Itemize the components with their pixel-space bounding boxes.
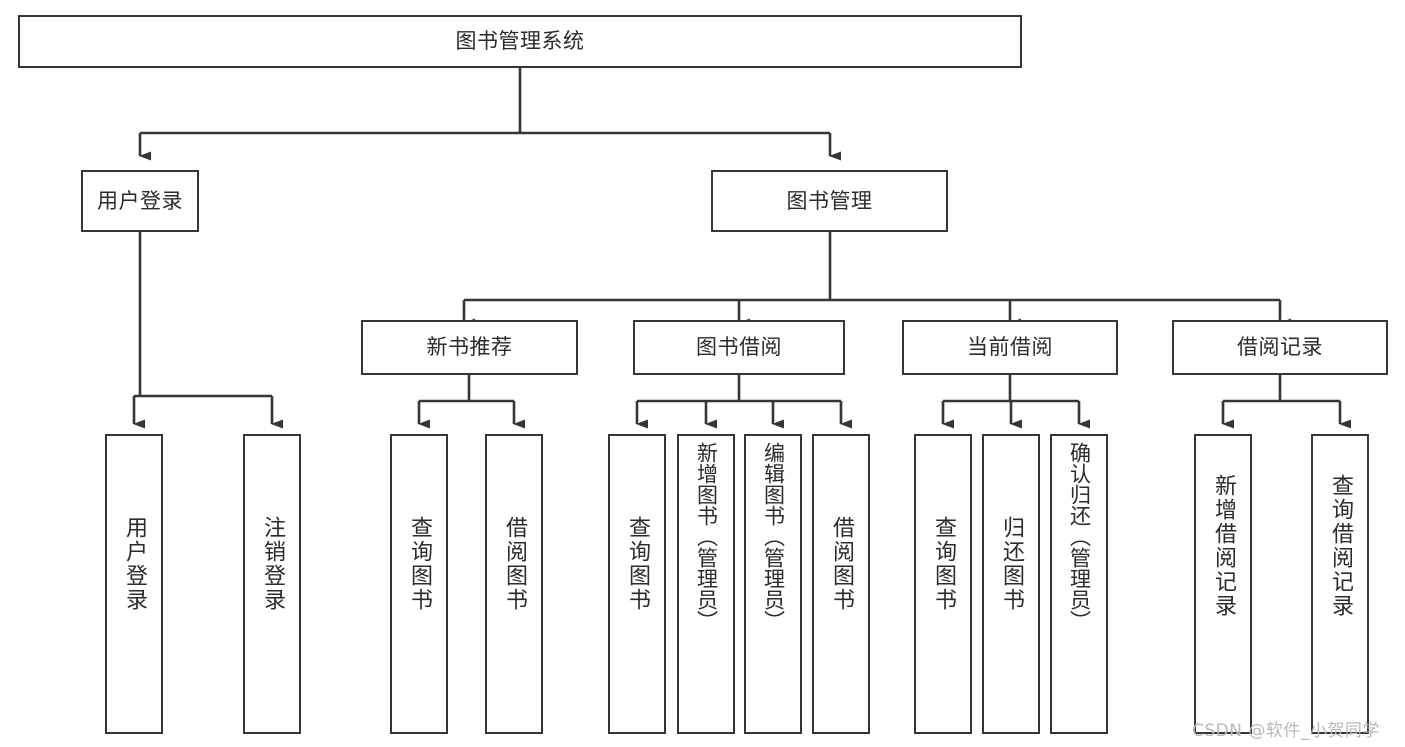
node-book-management[interactable]: 图书管理 [711,170,948,232]
node-new-book-recommend-label: 新书推荐 [426,335,513,360]
node-leaf-query-book-3[interactable]: 查询图书 [914,434,972,734]
node-leaf-query-book-1-label: 查询图书 [407,516,432,612]
node-leaf-query-borrow-record[interactable]: 查询借阅记录 [1311,434,1369,734]
node-book-borrow-label: 图书借阅 [696,335,782,360]
node-book-management-label: 图书管理 [786,188,873,213]
node-leaf-add-book[interactable]: 新增图书（管理员） [677,434,735,734]
node-leaf-add-borrow-record-label: 新增借阅记录 [1211,474,1236,618]
node-leaf-borrow-book-1-label: 借阅图书 [502,516,527,612]
node-leaf-user-logout-label: 注销登录 [260,516,285,612]
node-leaf-return-book-label: 归还图书 [999,516,1024,612]
node-user-login[interactable]: 用户登录 [81,170,199,232]
node-leaf-user-logout[interactable]: 注销登录 [243,434,301,734]
node-leaf-query-borrow-record-label: 查询借阅记录 [1328,474,1353,618]
node-leaf-query-book-1[interactable]: 查询图书 [390,434,448,734]
node-book-borrow[interactable]: 图书借阅 [633,320,845,375]
node-leaf-add-book-label: 新增图书（管理员） [694,442,719,631]
node-leaf-edit-book-label: 编辑图书（管理员） [761,442,786,631]
node-root[interactable]: 图书管理系统 [18,15,1022,68]
node-leaf-query-book-2[interactable]: 查询图书 [608,434,666,734]
node-user-login-label: 用户登录 [97,188,183,213]
node-leaf-borrow-book-1[interactable]: 借阅图书 [485,434,543,734]
node-leaf-confirm-return-label: 确认归还（管理员） [1067,442,1092,631]
node-leaf-user-login-label: 用户登录 [122,516,147,612]
node-leaf-return-book[interactable]: 归还图书 [982,434,1040,734]
node-borrow-records[interactable]: 借阅记录 [1172,320,1388,375]
node-borrow-records-label: 借阅记录 [1237,335,1323,360]
csdn-watermark: CSDN @软件_小贺同学 [1192,721,1380,741]
node-leaf-borrow-book-2[interactable]: 借阅图书 [812,434,870,734]
node-current-borrow[interactable]: 当前借阅 [902,320,1118,375]
node-leaf-edit-book[interactable]: 编辑图书（管理员） [744,434,802,734]
node-leaf-query-book-2-label: 查询图书 [625,516,650,612]
node-leaf-add-borrow-record[interactable]: 新增借阅记录 [1194,434,1252,734]
node-leaf-user-login[interactable]: 用户登录 [105,434,163,734]
node-leaf-query-book-3-label: 查询图书 [931,516,956,612]
node-leaf-confirm-return[interactable]: 确认归还（管理员） [1050,434,1108,734]
node-current-borrow-label: 当前借阅 [967,335,1053,360]
node-leaf-borrow-book-2-label: 借阅图书 [829,516,854,612]
node-new-book-recommend[interactable]: 新书推荐 [361,320,578,375]
node-root-label: 图书管理系统 [455,29,585,54]
